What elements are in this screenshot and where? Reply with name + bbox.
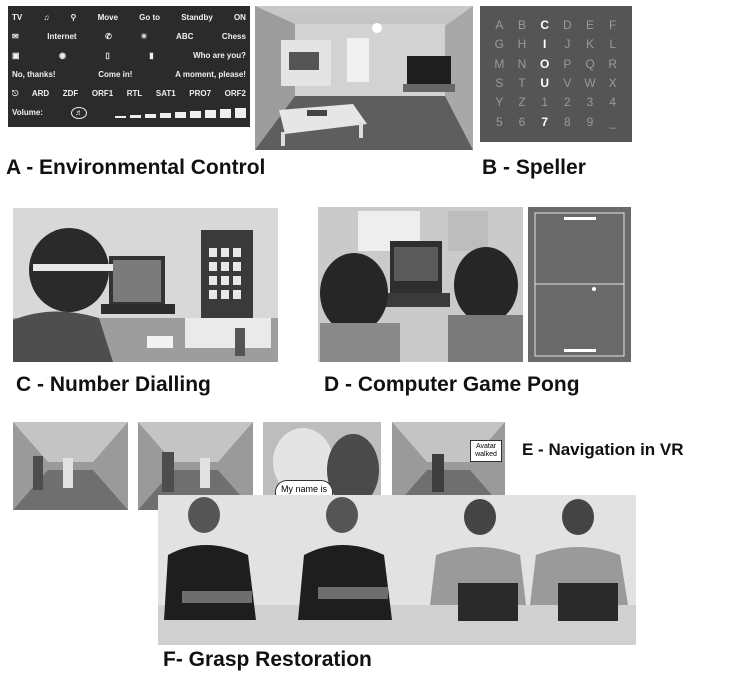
channel-zdf[interactable]: ZDF <box>62 89 79 98</box>
speller-cell[interactable]: Q <box>585 56 595 71</box>
caption-a: A - Environmental Control <box>6 156 266 179</box>
speller-cell[interactable]: Y <box>495 95 504 110</box>
speller-cell[interactable]: M <box>494 56 505 71</box>
speller-cell[interactable]: 6 <box>518 114 526 129</box>
grasp-restoration-photo <box>158 495 636 645</box>
vr-frame-2-illustration <box>138 422 253 510</box>
control-on[interactable]: ON <box>233 13 246 22</box>
speller-cell[interactable]: S <box>495 76 504 90</box>
caption-e: E - Navigation in VR <box>522 440 684 459</box>
channel-orf1[interactable]: ORF1 <box>91 89 114 98</box>
channel-sat1[interactable]: SAT1 <box>155 89 176 98</box>
speller-cell[interactable]: F <box>608 18 617 32</box>
speller-cell[interactable]: W <box>584 76 596 90</box>
caption-b: B - Speller <box>482 156 586 179</box>
control-no-thanks[interactable]: No, thanks! <box>12 70 56 79</box>
speller-cell[interactable]: C <box>540 18 549 32</box>
control-standby[interactable]: Standby <box>181 13 213 22</box>
speller-cell[interactable]: N <box>517 56 527 71</box>
music-icon[interactable]: ♫ <box>43 13 50 22</box>
mail-icon[interactable]: ✉ <box>12 32 19 41</box>
room-illustration <box>255 6 473 150</box>
volume-bars[interactable] <box>115 107 246 118</box>
power-icon[interactable]: ⎋ <box>12 88 19 98</box>
control-row-1: TV ♫ ⚲ Move Go to Standby ON <box>12 8 246 27</box>
door-icon[interactable]: ▯ <box>105 51 110 60</box>
speller-cell[interactable]: Z <box>518 95 526 110</box>
caption-c: C - Number Dialling <box>16 373 211 396</box>
control-row-2: ✉ Internet ✆ ☀ ABC Chess <box>12 27 246 46</box>
speller-cell[interactable]: I <box>542 37 547 52</box>
speller-cell[interactable]: 1 <box>541 95 548 110</box>
channel-pro7[interactable]: PRO7 <box>189 89 212 98</box>
speller-cell[interactable]: L <box>609 37 616 52</box>
grasp-restoration-illustration <box>158 495 636 645</box>
speller-cell[interactable]: R <box>608 56 617 71</box>
channel-rtl[interactable]: RTL <box>126 89 143 98</box>
pong-game-screen <box>528 207 631 362</box>
caption-d: D - Computer Game Pong <box>324 373 580 396</box>
speller-cell[interactable]: H <box>517 37 527 52</box>
number-dialling-illustration <box>13 208 278 362</box>
speller-cell[interactable]: B <box>517 18 526 32</box>
speller-cell[interactable]: V <box>563 76 572 90</box>
control-who-are-you[interactable]: Who are you? <box>193 51 246 60</box>
control-row-5: ⎋ ARD ZDF ORF1 RTL SAT1 PRO7 ORF2 <box>12 84 246 103</box>
pong-paddle-top <box>564 217 596 220</box>
environmental-control-menu: TV ♫ ⚲ Move Go to Standby ON ✉ Internet … <box>8 6 250 127</box>
speller-cell[interactable]: J <box>564 37 571 52</box>
control-chess[interactable]: Chess <box>221 32 246 41</box>
speller-cell[interactable]: 2 <box>563 95 571 110</box>
speller-cell[interactable]: 9 <box>586 114 594 129</box>
speller-cell[interactable]: 8 <box>563 114 571 129</box>
speller-cell[interactable]: U <box>540 76 549 90</box>
speaker-icon[interactable]: ♬ <box>70 106 87 119</box>
speller-cell[interactable]: 5 <box>495 114 503 129</box>
speller-cell[interactable]: O <box>539 56 550 71</box>
door-open-icon[interactable]: ▮ <box>149 51 154 60</box>
channel-ard[interactable]: ARD <box>31 89 50 98</box>
volume-label: Volume: <box>12 108 43 117</box>
control-tv[interactable]: TV <box>12 13 23 22</box>
speller-cell[interactable]: X <box>608 76 617 90</box>
vr-frame-1 <box>13 422 128 510</box>
virtual-room-scene <box>255 6 473 150</box>
control-come-in[interactable]: Come in! <box>98 70 133 79</box>
speller-cell[interactable]: 7 <box>541 114 548 129</box>
speller-cell[interactable]: E <box>585 18 594 32</box>
bulb-icon[interactable]: ☀ <box>140 32 148 41</box>
speller-cell[interactable]: P <box>563 56 572 71</box>
pong-paddle-bottom <box>564 349 596 352</box>
control-abc[interactable]: ABC <box>176 32 194 41</box>
pong-field <box>534 212 625 357</box>
speller-cell[interactable]: T <box>518 76 526 90</box>
pong-players-photo <box>318 207 523 362</box>
speller-cell[interactable]: A <box>495 18 504 32</box>
lamp-icon[interactable]: ⚲ <box>70 13 77 22</box>
control-move[interactable]: Move <box>97 13 119 22</box>
speller-cell[interactable]: _ <box>609 114 616 129</box>
control-internet[interactable]: Internet <box>47 32 77 41</box>
control-goto[interactable]: Go to <box>139 13 161 22</box>
channel-orf2[interactable]: ORF2 <box>224 89 246 98</box>
speller-cell[interactable]: D <box>562 18 572 32</box>
camera-icon[interactable]: ◉ <box>59 51 66 60</box>
control-row-volume: Volume: ♬ <box>12 103 246 122</box>
control-row-3: ▣ ◉ ▯ ▮ Who are you? <box>12 46 246 65</box>
phone-icon[interactable]: ✆ <box>105 32 112 41</box>
pong-players-illustration <box>318 207 523 362</box>
control-row-4: No, thanks! Come in! A moment, please! <box>12 65 246 84</box>
speller-cell[interactable]: G <box>494 37 504 52</box>
caption-f: F- Grasp Restoration <box>163 648 372 671</box>
control-moment[interactable]: A moment, please! <box>175 70 246 79</box>
monitor-icon[interactable]: ▣ <box>12 51 20 60</box>
speller-cell[interactable]: 4 <box>609 95 616 110</box>
number-dialling-photo <box>13 208 278 362</box>
avatar-label: Avatar walked <box>470 440 502 462</box>
speller-cell[interactable]: 3 <box>586 95 594 110</box>
vr-frame-1-illustration <box>13 422 128 510</box>
speller-cell[interactable]: K <box>585 37 594 52</box>
pong-ball <box>592 287 596 291</box>
